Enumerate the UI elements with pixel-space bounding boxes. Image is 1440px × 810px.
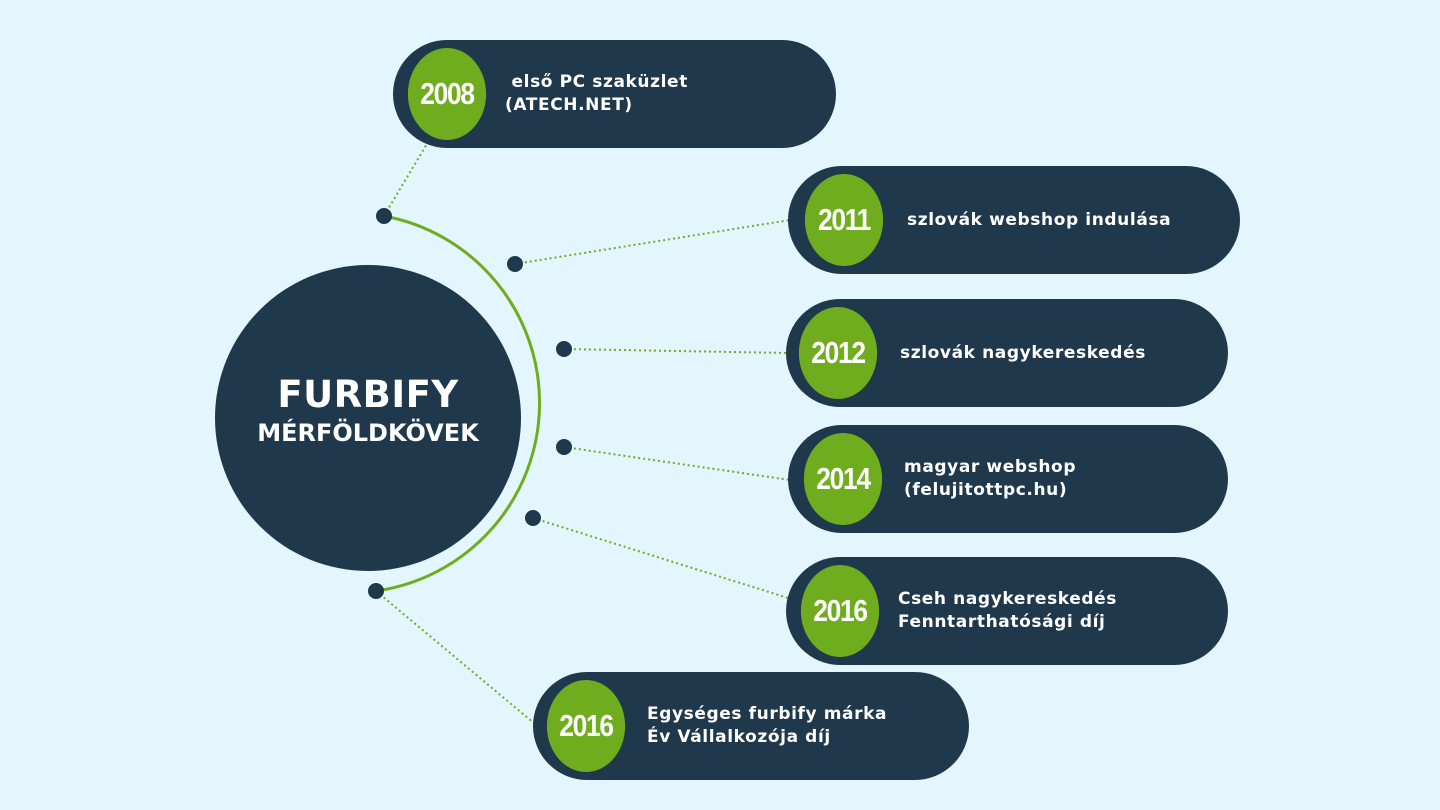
milestone-text-line2: (ATECH.NET) — [505, 95, 633, 115]
milestone-2012: 2012 szlovák nagykereskedés — [792, 299, 1228, 407]
connector-2016b — [375, 590, 536, 725]
year-badge: 2008 — [407, 48, 487, 140]
year-badge: 2016 — [800, 565, 880, 657]
connector-2016a — [532, 517, 789, 599]
hub-circle: FURBIFY MÉRFÖLDKÖVEK — [215, 265, 521, 571]
timeline-dot — [368, 583, 384, 599]
year-badge: 2014 — [803, 433, 883, 525]
timeline-arc — [375, 214, 542, 593]
timeline-dot — [525, 510, 541, 526]
connector-2012 — [563, 348, 789, 354]
milestone-2016-brand: 2016 Egységes furbify márka Év Vállalkoz… — [539, 672, 969, 780]
timeline-dot — [376, 208, 392, 224]
milestone-text-line1: első PC szaküzlet — [505, 72, 688, 92]
milestone-text-line1: Egységes furbify márka — [647, 704, 888, 724]
milestone-text-line1: magyar webshop — [904, 457, 1077, 477]
milestone-text-line2: Év Vállalkozója díj — [647, 727, 831, 747]
milestone-text-line2: (felujitottpc.hu) — [904, 480, 1068, 500]
milestone-2011: 2011 szlovák webshop indulása — [794, 166, 1240, 274]
milestone-2016-cz: 2016 Cseh nagykereskedés Fenntarthatóság… — [792, 557, 1228, 665]
milestone-text-line1: szlovák nagykereskedés — [900, 342, 1146, 363]
year-badge: 2012 — [798, 307, 878, 399]
connector-2008 — [383, 141, 429, 217]
milestone-2008: 2008 első PC szaküzlet (ATECH.NET) — [399, 40, 836, 148]
timeline-dot — [556, 439, 572, 455]
connector-2014 — [563, 446, 791, 481]
milestone-text-line2: Fenntarthatósági díj — [898, 612, 1106, 632]
hub-title: FURBIFY — [277, 373, 459, 416]
year-badge: 2016 — [546, 680, 626, 772]
timeline-dot — [556, 341, 572, 357]
year-badge: 2011 — [804, 174, 884, 266]
connector-2011 — [514, 219, 791, 265]
timeline-dot — [507, 256, 523, 272]
milestone-text-line1: Cseh nagykereskedés — [898, 589, 1117, 609]
milestone-text-line1: szlovák webshop indulása — [907, 209, 1172, 230]
milestone-2014: 2014 magyar webshop (felujitottpc.hu) — [794, 425, 1228, 533]
hub-subtitle: MÉRFÖLDKÖVEK — [257, 419, 479, 447]
